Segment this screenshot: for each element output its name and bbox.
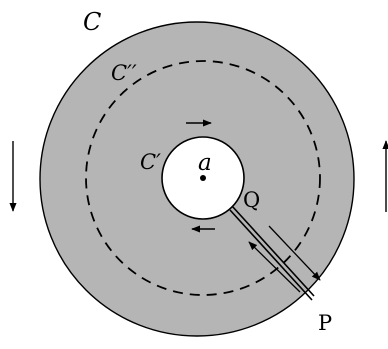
dashed-contour-circle	[85, 60, 321, 296]
outer-contour-circle	[39, 21, 355, 337]
center-point-dot	[200, 175, 206, 181]
label-dashed-contour: C′′	[111, 61, 137, 85]
label-cut-inner-end: Q	[243, 188, 260, 212]
label-inner-contour: C′	[140, 150, 161, 174]
cut-arrow-inward	[248, 241, 301, 293]
shaded-annulus	[40, 22, 354, 336]
label-outer-contour: C	[83, 8, 101, 36]
cut-line-upper	[231, 205, 315, 297]
label-cut-outer-end: P	[318, 311, 332, 335]
cut-arrow-outward	[268, 225, 321, 281]
cut-line-lower	[229, 209, 313, 301]
label-center-point: a	[198, 150, 212, 176]
